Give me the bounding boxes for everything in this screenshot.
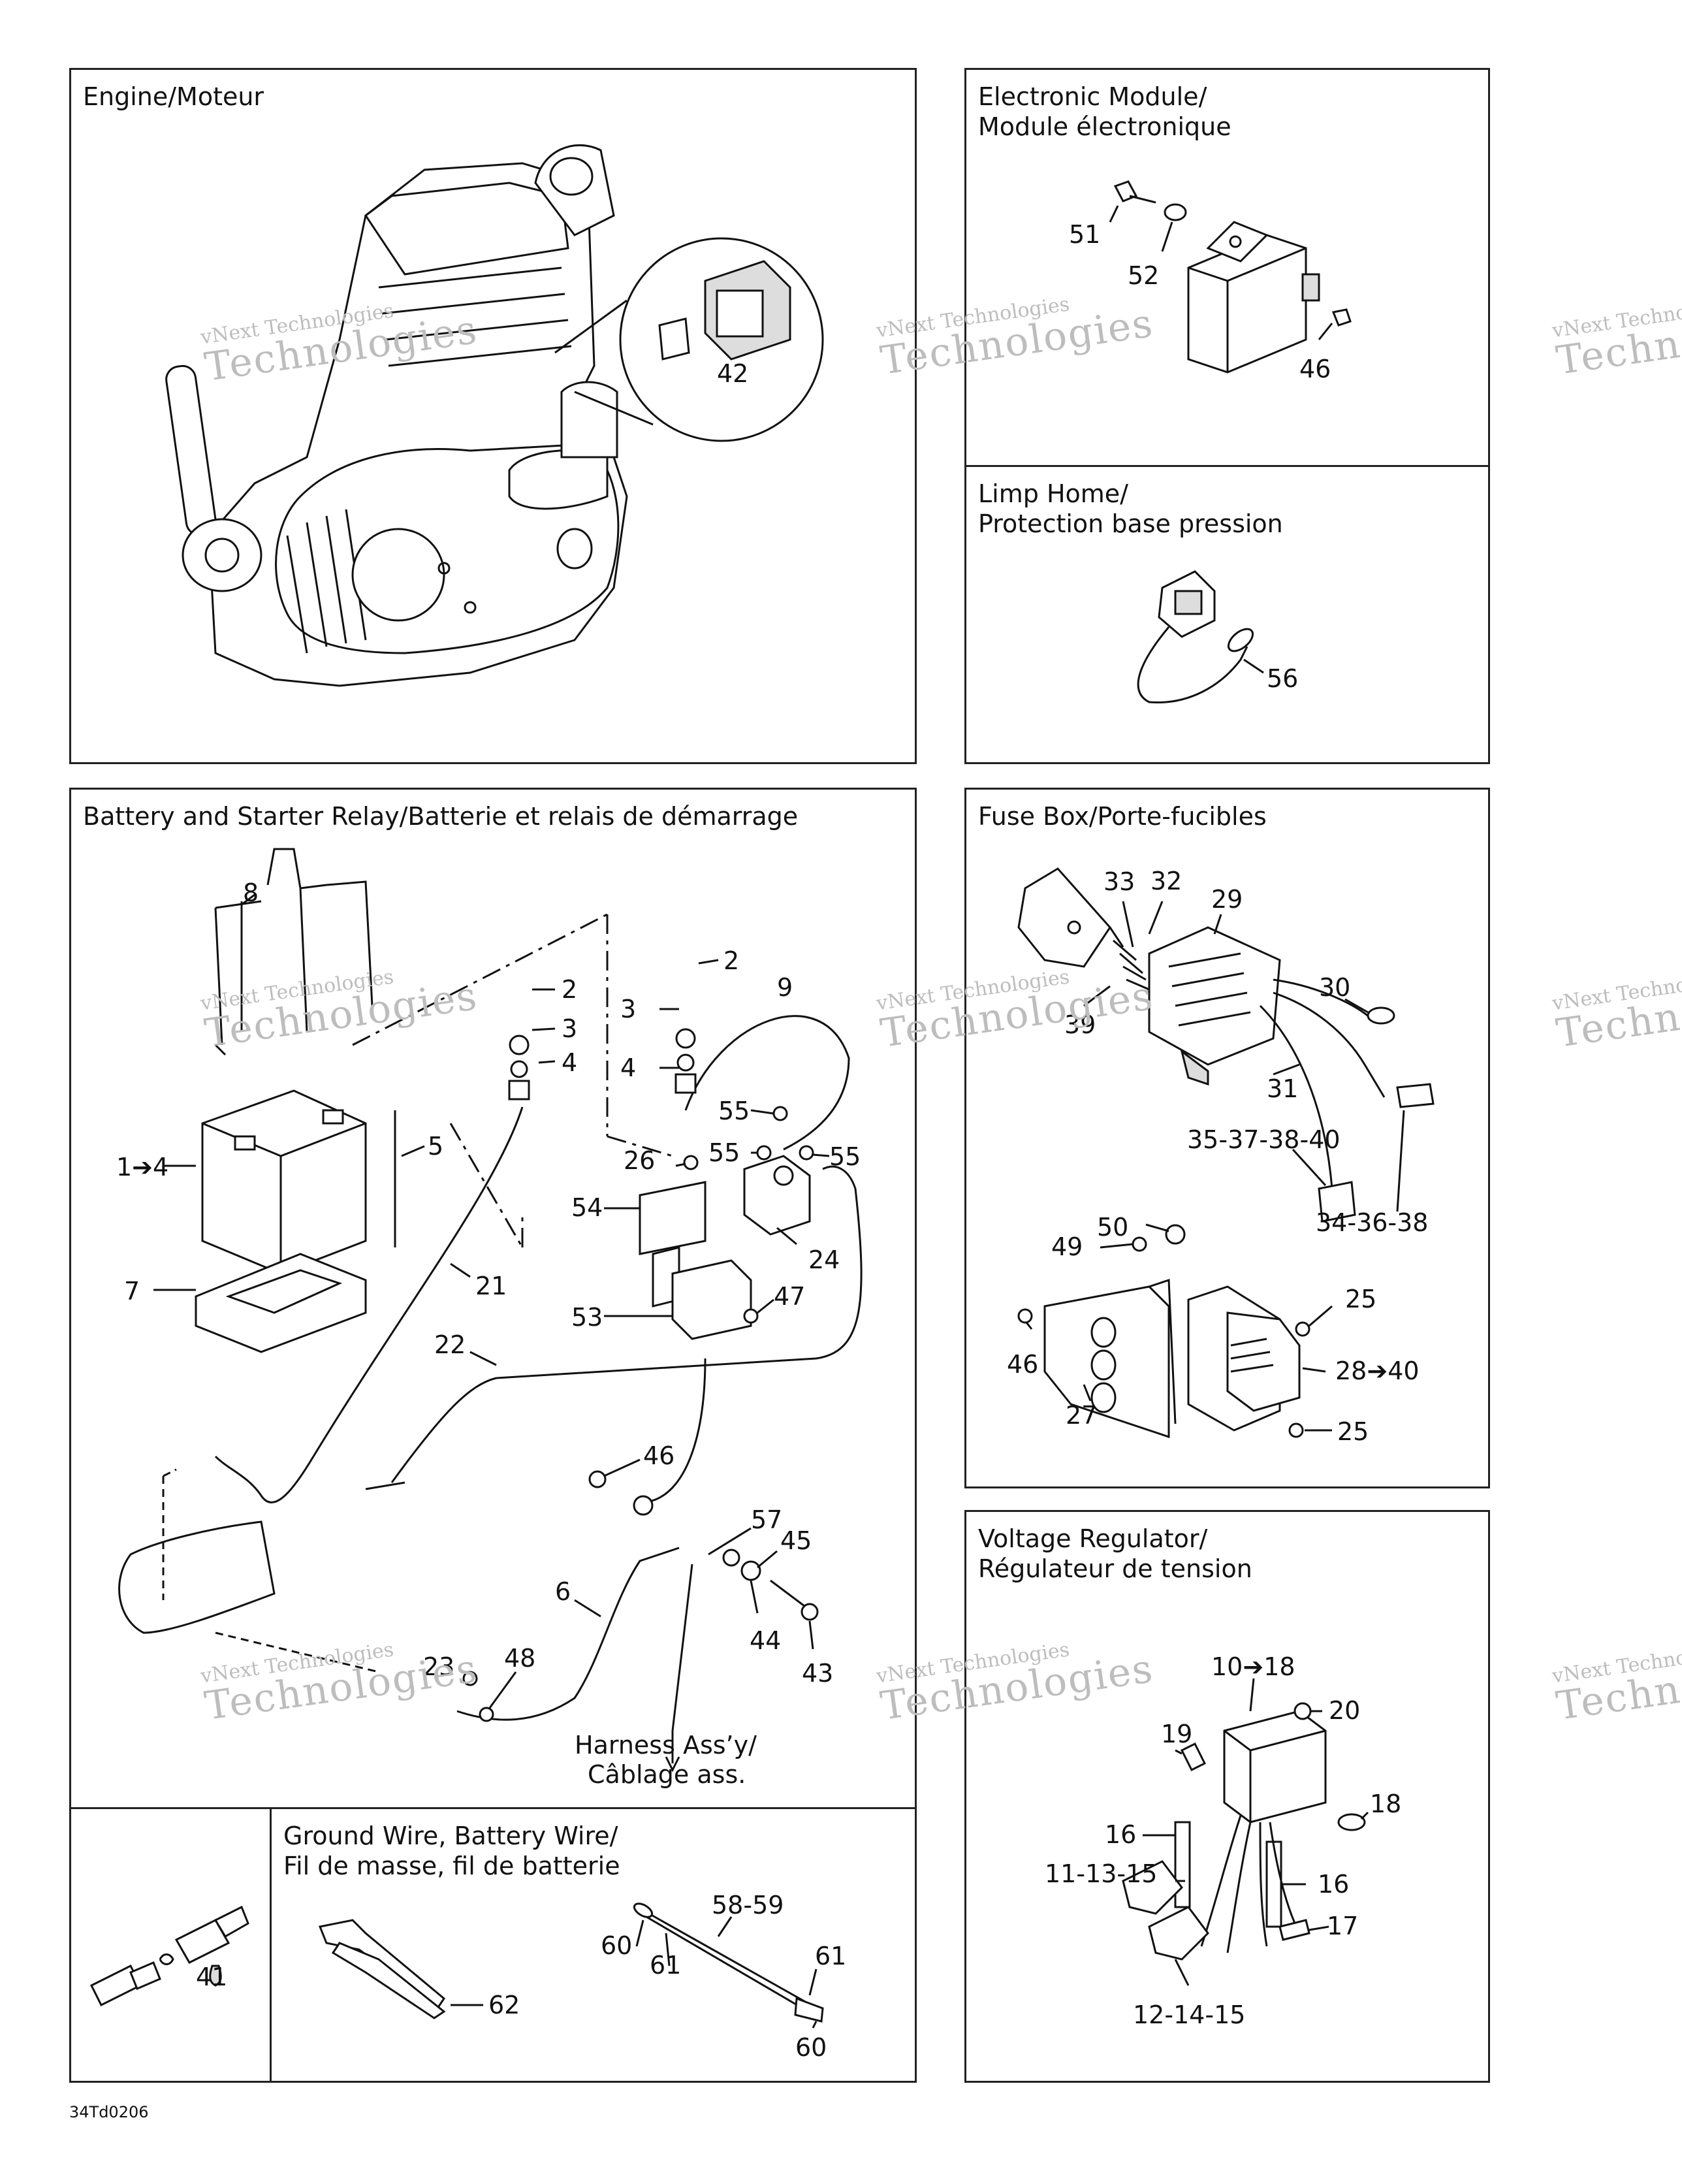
callout-label: 27 [1066,1401,1097,1430]
limp-home-panel-title: Limp Home/ Protection base pression [978,479,1283,538]
callout-label: 10➔18 [1211,1652,1295,1681]
harness-note-line-2: Câblage ass. [588,1760,746,1789]
callout-label: 11-13-15 [1045,1859,1157,1888]
callout-label: 61 [650,1951,681,1980]
fuse-box-panel: Fuse Box/Porte-fucibles [964,788,1490,1488]
electronic-module-panel-title: Electronic Module/ Module électronique [978,82,1231,141]
callout-label: 34-36-38 [1316,1208,1428,1237]
callout-label: 45 [780,1526,812,1555]
callout-label: 22 [434,1330,466,1359]
engine-illustration [165,144,628,687]
callout-label: 26 [624,1146,655,1175]
callout-label: 60 [601,1931,632,1960]
callout-label: 28➔40 [1335,1357,1420,1385]
voltage-regulator-illustration [1122,1678,1369,1986]
callout-label: 53 [571,1303,603,1332]
figure-code: 34Td0206 [69,2103,149,2121]
engine-panel-title: Engine/Moteur [83,82,264,111]
callout-label: 12-14-15 [1133,2000,1245,2029]
callout-label: 16 [1105,1820,1136,1849]
callout-label: 19 [1161,1720,1192,1748]
callout-label: 58-59 [712,1891,784,1919]
callout-label: 30 [1319,973,1350,1002]
callout-label: 1➔4 [116,1153,168,1181]
battery-illustration [118,848,863,1773]
callout-label: 55 [718,1097,750,1125]
callout-label: 2 [562,975,577,1004]
callout-label: 16 [1318,1870,1349,1899]
limp-home-illustration [1137,570,1264,704]
callout-label: 50 [1097,1213,1128,1242]
callout-label: 39 [1064,1010,1096,1039]
callout-label: 52 [1128,261,1159,290]
callout-label: 4 [562,1048,577,1077]
ground-wire-panel-title: Ground Wire, Battery Wire/ Fil de masse,… [283,1822,620,1880]
callout-label: 3 [620,995,636,1023]
callout-label: 29 [1211,885,1243,914]
connector-42-detail [554,237,824,442]
callout-label: 4 [620,1053,636,1082]
callout-label: 6 [555,1577,571,1606]
callout-label: 62 [488,1991,520,2019]
callout-label: 3 [562,1014,577,1043]
callout-label: 46 [1299,355,1331,383]
ground-wire-illustration [318,1903,824,2029]
callout-label: 21 [475,1272,507,1300]
callout-label: 55 [708,1138,740,1167]
callout-label: 32 [1150,867,1182,895]
callout-label: 41 [196,1963,227,1991]
callout-label: 20 [1329,1696,1360,1725]
callout-label: 25 [1345,1285,1376,1313]
callouts: 42 51 52 46 56 8 2 3 4 5 1➔4 7 21 2 9 3 … [116,220,1428,2062]
electronic-module-illustration [1109,180,1352,374]
callout-label: 17 [1327,1912,1358,1940]
callout-label: 18 [1370,1790,1401,1818]
battery-panel-title: Battery and Starter Relay/Batterie et re… [83,802,799,831]
callout-label: 35-37-38-40 [1187,1125,1341,1154]
callout-label: 44 [750,1626,781,1655]
callout-label: 57 [751,1505,782,1534]
voltage-regulator-panel-title: Voltage Regulator/ Régulateur de tension [978,1524,1252,1583]
fuse-box-illustration [1017,867,1435,1439]
callout-label: 43 [802,1659,833,1688]
callout-label: 47 [774,1282,805,1311]
callout-label: 55 [829,1142,861,1171]
callout-label: 5 [428,1132,443,1161]
callout-label: 33 [1103,867,1135,896]
ground-wire-panel: Ground Wire, Battery Wire/ Fil de masse,… [270,1807,917,2083]
harness-note-line-1: Harness Ass’y/ [575,1731,757,1759]
callout-label: 42 [717,359,748,388]
voltage-regulator-panel: Voltage Regulator/ Régulateur de tension [964,1510,1490,2083]
fuse-box-panel-title: Fuse Box/Porte-fucibles [978,802,1267,831]
connector-41-illustration [89,1905,249,2007]
callout-label: 7 [124,1277,140,1306]
engine-panel: Engine/Moteur [69,68,917,764]
callout-label: 54 [571,1193,603,1222]
limp-home-panel: Limp Home/ Protection base pression [964,465,1490,764]
callout-label: 60 [795,2033,827,2062]
callout-label: 2 [723,946,739,975]
callout-label: 46 [643,1441,674,1470]
callout-label: 56 [1267,664,1298,693]
callout-label: 46 [1007,1350,1038,1379]
callout-label: 25 [1337,1417,1369,1446]
callout-label: 48 [504,1644,535,1673]
callout-label: 49 [1051,1232,1083,1261]
callout-label: 23 [423,1652,454,1681]
callout-label: 51 [1069,220,1100,249]
callout-label: 31 [1267,1074,1298,1103]
callout-label: 8 [243,878,259,907]
callout-label: 61 [815,1942,846,1970]
callout-label: 9 [777,973,793,1002]
callout-label: 24 [808,1245,840,1274]
